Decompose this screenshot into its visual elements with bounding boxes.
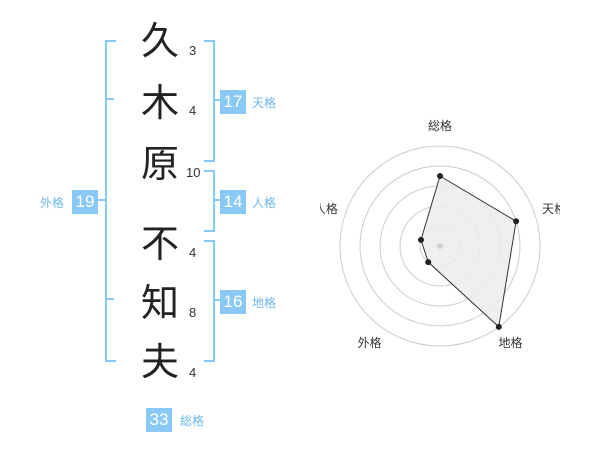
radar-point-1 (437, 173, 443, 179)
name-char-4: 不 (140, 222, 179, 266)
radar-axis-label-3: 地格 (498, 335, 522, 350)
jinkaku-bracket (204, 170, 215, 232)
soukaku-value-badge: 33 (146, 408, 172, 432)
radar-axis-label-5: 人格 (320, 201, 338, 216)
stroke-count-6: 4 (189, 365, 197, 380)
stroke-count-5: 8 (189, 305, 197, 320)
bracket-tick (213, 299, 220, 301)
bracket-tick (213, 199, 220, 201)
radar-point-5 (417, 236, 424, 243)
bracket-tick (105, 98, 114, 100)
jinkaku-value-badge: 14 (220, 190, 246, 214)
name-char-3: 原 (140, 142, 179, 186)
name-char-2: 木 (140, 81, 179, 125)
chikaku-value-badge: 16 (220, 290, 246, 314)
radar-points (417, 173, 520, 330)
radar-axis-label-1: 総格 (428, 118, 452, 133)
stroke-count-3: 10 (186, 165, 201, 180)
radar-ring (339, 145, 541, 347)
radar-point-2 (513, 218, 520, 225)
radar-series-area (420, 175, 517, 328)
bracket-tick (105, 298, 114, 300)
tenkaku-value-badge: 17 (220, 90, 246, 114)
radar-axis-label-4: 外格 (357, 335, 381, 350)
jinkaku-label: 人格 (252, 196, 277, 210)
tenkaku-label: 天格 (252, 96, 277, 110)
radar-axis-label-2: 天格 (542, 201, 560, 216)
chikaku-label: 地格 (252, 296, 277, 310)
radar-ring (359, 165, 521, 327)
name-char-6: 夫 (140, 340, 179, 384)
bracket-tick (96, 199, 105, 201)
stroke-count-4: 4 (189, 245, 197, 260)
gaikaku-value-badge: 19 (72, 190, 98, 214)
radar-center-dot (437, 243, 443, 249)
radar-point-4 (425, 259, 432, 266)
stroke-count-1: 3 (189, 43, 197, 58)
tenkaku-bracket (204, 40, 215, 162)
stroke-count-2: 4 (189, 103, 197, 118)
bracket-tick (213, 99, 220, 101)
radar-chart: 総格天格地格 外格 人格 (320, 118, 560, 350)
name-char-1: 久 (140, 19, 179, 63)
name-char-5: 知 (140, 281, 179, 325)
gaikaku-label: 外格 (40, 196, 65, 210)
radar-point-3 (495, 323, 502, 330)
radar-axis-labels: 総格天格地格 外格 人格 (320, 118, 560, 350)
chikaku-bracket (204, 240, 215, 362)
gaikaku-bracket (105, 40, 116, 362)
soukaku-label: 総格 (180, 414, 205, 428)
